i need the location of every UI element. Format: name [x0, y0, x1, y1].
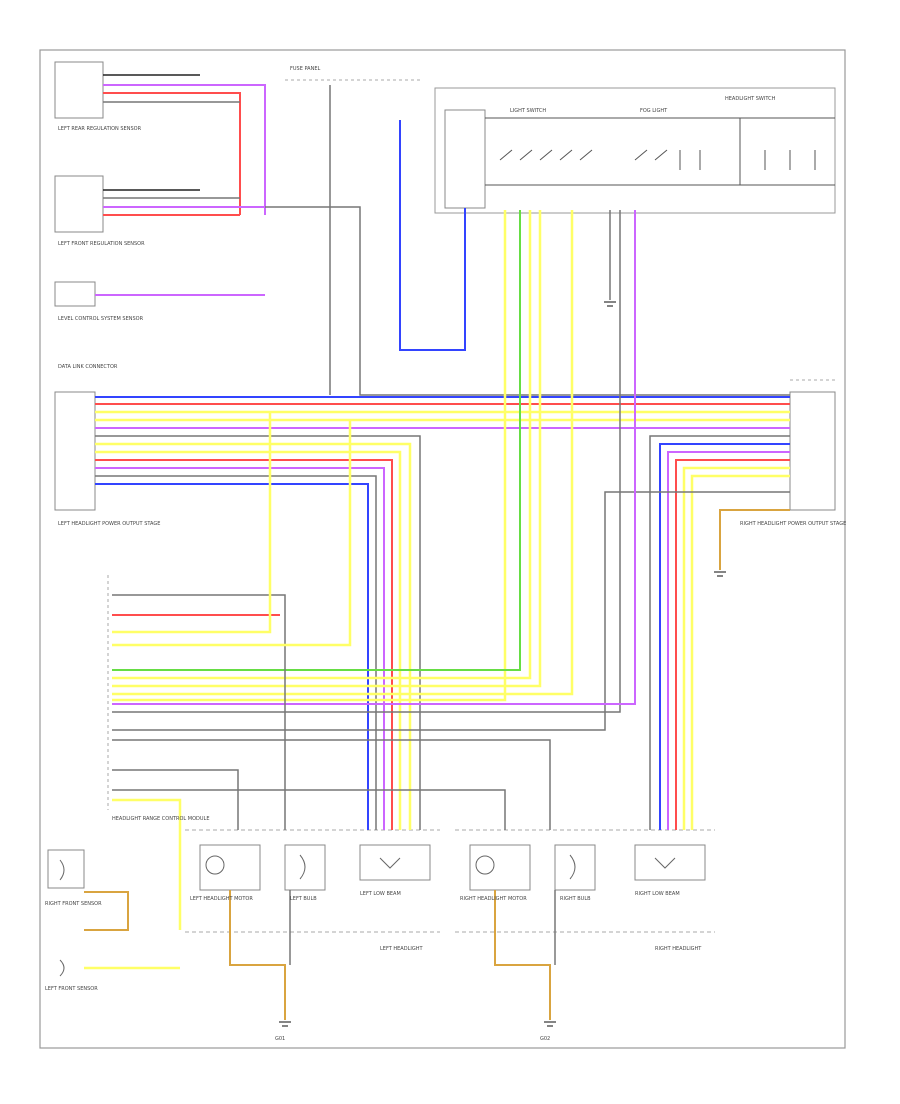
wire-yellow	[95, 442, 412, 830]
wire-red	[95, 459, 393, 830]
label-left-lower-sensor: LEFT FRONT REGULATION SENSOR	[58, 241, 145, 247]
label-right-motor: RIGHT HEADLIGHT MOTOR	[460, 896, 527, 902]
label-light-switch: LIGHT SWITCH	[510, 108, 546, 114]
wire-gray	[95, 475, 377, 830]
label-range-control: LEVEL CONTROL SYSTEM SENSOR	[58, 316, 144, 322]
label-fuse-panel: FUSE PANEL	[290, 66, 320, 72]
label-left-module: LEFT HEADLIGHT POWER OUTPUT STAGE	[58, 521, 160, 527]
wire-yellow	[112, 798, 182, 930]
label-ground-left: G01	[275, 1036, 285, 1042]
wire-gray	[265, 206, 790, 396]
label-left-upper-sensor: LEFT REAR REGULATION SENSOR	[58, 126, 142, 132]
lamp-symbols	[59, 854, 676, 977]
wire-red	[675, 459, 790, 830]
right-front-sensor-box	[47, 849, 85, 889]
wire-yellow	[112, 420, 352, 647]
wire-yellow	[112, 210, 532, 680]
label-right-front-sensor: RIGHT FRONT SENSOR	[45, 901, 102, 907]
range-control-box	[54, 281, 96, 307]
left-lower-sensor-box	[54, 175, 104, 233]
right-headlight-box	[634, 844, 706, 881]
wire-red	[103, 92, 241, 215]
wire-yellow	[112, 210, 542, 688]
wire-blue	[95, 483, 369, 830]
label-data-link: DATA LINK CONNECTOR	[58, 364, 118, 370]
switch-contacts	[485, 117, 835, 186]
left-module-box	[54, 391, 96, 511]
wire-orange	[84, 891, 129, 931]
wire-yellow	[112, 412, 272, 634]
fuse-panel-box	[444, 109, 486, 209]
wire-violet	[112, 210, 636, 705]
wire-violet	[103, 84, 266, 215]
wire-blue	[399, 120, 466, 351]
label-left-front-sensor: LEFT FRONT SENSOR	[45, 986, 98, 992]
ground-symbols	[279, 301, 726, 1027]
wire-yellow	[682, 466, 790, 830]
label-left-low-beam: LEFT LOW BEAM	[360, 891, 401, 897]
wire-orange	[229, 890, 286, 1020]
wire-yellow	[95, 450, 402, 830]
label-headlight-switch: HEADLIGHT SWITCH	[725, 96, 776, 102]
wire-gray	[95, 435, 421, 830]
wire-yellow	[112, 210, 574, 696]
wire-gray	[112, 594, 286, 830]
label-ground-right: G02	[540, 1036, 550, 1042]
left-motor-box	[199, 844, 261, 891]
right-motor-box	[469, 844, 531, 891]
wire-green	[112, 210, 521, 671]
wire-gray	[112, 491, 790, 731]
switch-group-box	[434, 87, 836, 214]
left-upper-sensor-box	[54, 61, 104, 119]
diagram-border	[39, 49, 846, 1049]
wire-gray	[112, 739, 551, 830]
left-headlight-box	[359, 844, 431, 881]
wire-yellow	[690, 474, 790, 830]
left-bulb-box	[284, 844, 326, 891]
label-right-low-beam: RIGHT LOW BEAM	[635, 891, 680, 897]
wire-gray	[112, 789, 506, 830]
right-module-box	[789, 391, 836, 511]
label-right-headlight: RIGHT HEADLIGHT	[655, 946, 702, 952]
wire-orange	[719, 509, 790, 570]
right-bulb-box	[554, 844, 596, 891]
wire-orange	[494, 890, 551, 1020]
wire-violet	[95, 467, 385, 830]
wire-layer	[84, 74, 790, 1020]
label-fog-light: FOG LIGHT	[640, 108, 668, 114]
wire-violet	[667, 451, 790, 830]
wire-gray	[112, 769, 239, 830]
label-left-headlight: LEFT HEADLIGHT	[380, 946, 423, 952]
label-left-bulb: LEFT BULB	[290, 896, 317, 902]
label-headlight-control: HEADLIGHT RANGE CONTROL MODULE	[112, 816, 210, 822]
wire-yellow	[112, 210, 507, 702]
wire-blue	[659, 443, 790, 830]
wire-gray	[112, 210, 621, 713]
label-right-module: RIGHT HEADLIGHT POWER OUTPUT STAGE	[740, 521, 846, 527]
wire-gray	[649, 435, 790, 830]
label-left-motor: LEFT HEADLIGHT MOTOR	[190, 896, 253, 902]
label-right-bulb: RIGHT BULB	[560, 896, 591, 902]
